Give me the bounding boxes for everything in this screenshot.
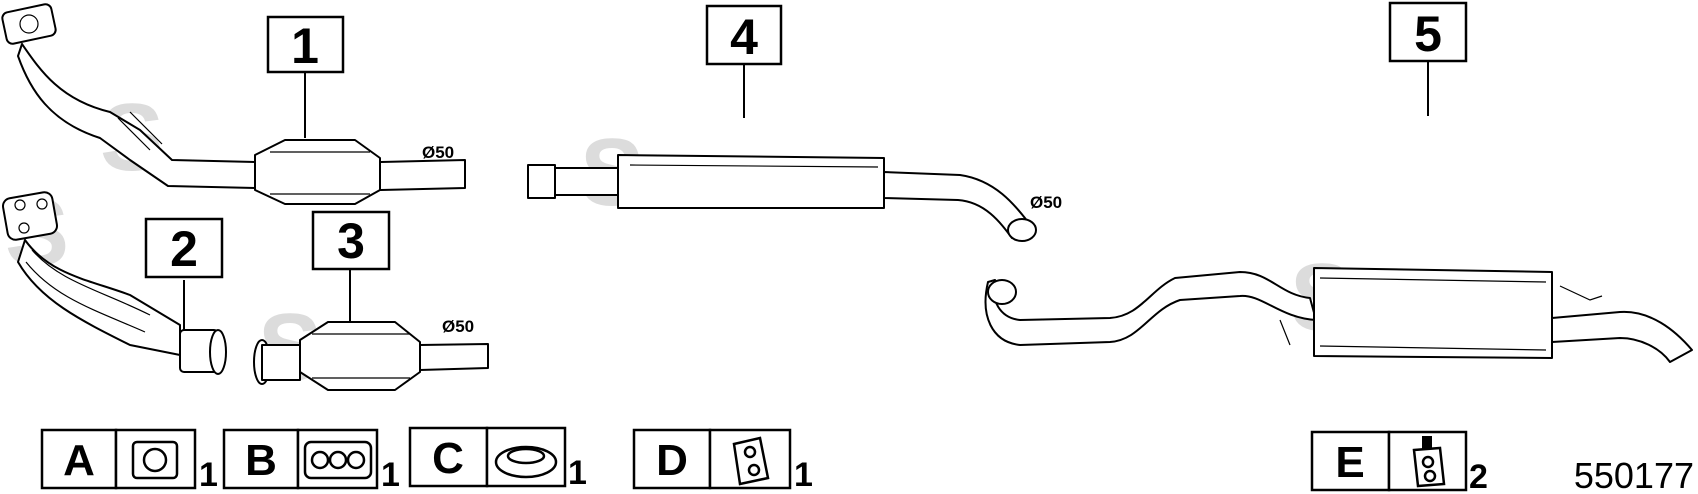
square-gasket-icon [131,440,179,480]
mounting-hanger-icon [1412,436,1446,488]
callout-number: 1 [291,18,319,74]
diameter-label-part-1: Ø50 [422,143,454,162]
rubber-hanger-icon [732,436,770,486]
legend-letter: A [63,436,95,485]
part-2-downpipe [2,191,227,375]
callout-number: 3 [337,213,365,269]
callout-5: 5 [1388,1,1468,63]
part-5-rear-silencer [984,62,1693,363]
callout-number: 5 [1414,6,1442,62]
diameter-label-part-3: Ø50 [442,317,474,336]
triple-port-gasket-icon [303,440,373,480]
legend-letter: E [1335,438,1364,487]
callout-4: 4 [705,4,783,66]
legend-quantity: 1 [381,456,400,494]
callout-1: 1 [266,15,345,74]
legend-letter: D [656,436,688,485]
legend-item-d: D 1 [632,428,813,494]
legend-item-b: B 1 [222,428,400,494]
callout-number: 2 [170,221,198,277]
part-1-front-pipe-catalyst [1,3,466,205]
part-number: 550177 [1574,455,1694,494]
legend-item-a: A 1 [40,428,218,494]
callout-2: 2 [144,217,224,279]
legend-quantity: 1 [794,456,813,494]
diameter-label-part-4: Ø50 [1030,193,1062,212]
part-3-catalyst [253,268,489,391]
legend-quantity: 1 [568,454,587,492]
ring-seal-icon [494,445,558,479]
legend-item-c: C 1 [408,426,587,492]
part-4-middle-silencer [527,62,1037,242]
callout-number: 4 [730,9,758,65]
legend-quantity: 2 [1469,458,1488,494]
legend-item-e: E 2 [1310,430,1488,494]
legend-quantity: 1 [199,456,218,494]
legend-letter: C [432,434,464,483]
callout-3: 3 [311,210,391,271]
legend-letter: B [245,436,277,485]
diameter-labels: Ø50 Ø50 Ø50 [422,143,1062,336]
